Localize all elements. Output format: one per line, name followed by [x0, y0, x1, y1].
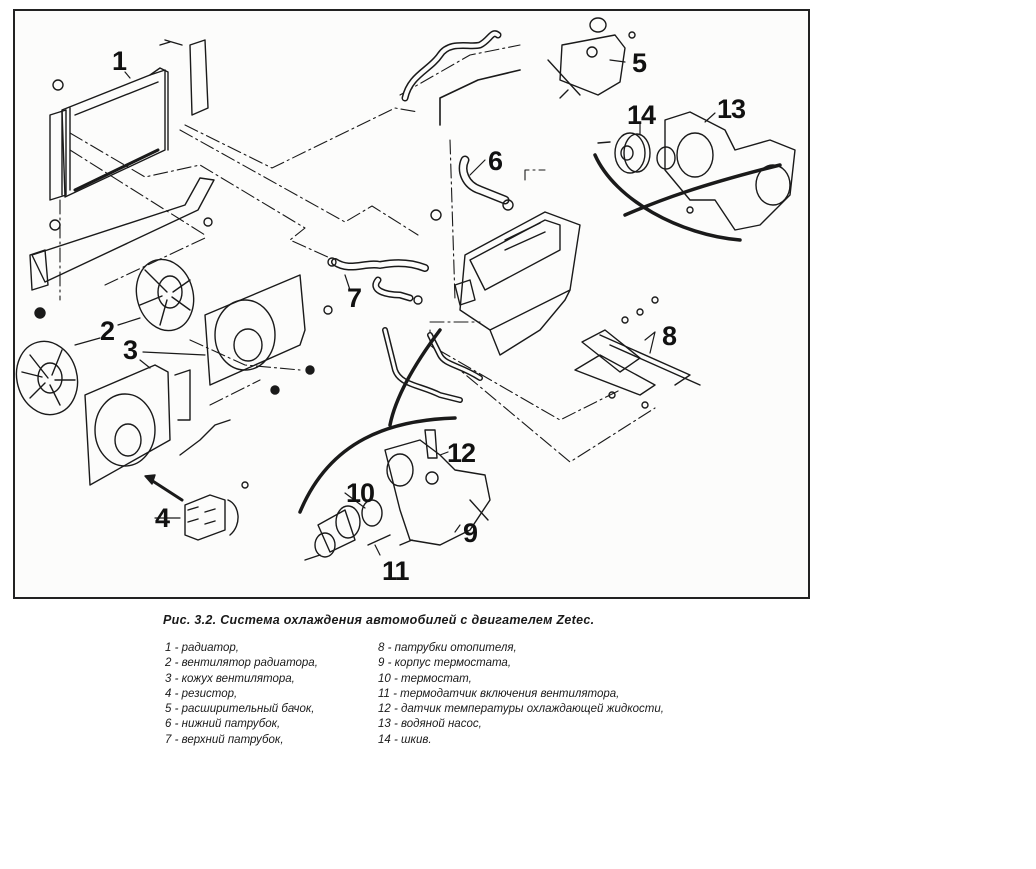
legend-item: 12 - датчик температуры охлаждающей жидк…: [378, 703, 664, 716]
callout-9: 9: [463, 518, 478, 548]
legend-item: 3 - кожух вентилятора,: [165, 672, 295, 685]
water-pump-drawing: [597, 111, 796, 231]
diagram-frame: [13, 9, 810, 599]
resistor-drawing: [144, 474, 249, 541]
expansion-tank-drawing: [547, 17, 636, 99]
legend-item: 14 - шкив.: [378, 733, 432, 746]
detail-arc: [298, 153, 782, 514]
legend-item: 13 - водяной насос,: [378, 718, 482, 731]
legend-item: 1 - радиатор,: [165, 642, 239, 654]
legend-item: 2 - вентилятор радиатора,: [165, 657, 318, 670]
callout-14: 14: [627, 100, 656, 130]
callout-5: 5: [632, 48, 647, 78]
thermostat-housing-drawing: [304, 429, 491, 561]
legend-item: 6 - нижний патрубок,: [165, 718, 281, 731]
upper-radiator-hose-drawing: [327, 257, 429, 305]
engine-block-drawing: [454, 211, 581, 356]
radiator-support-drawing: [29, 177, 215, 291]
legend-item: 10 - термостат,: [378, 672, 472, 685]
callout-1: 1: [112, 46, 127, 76]
legend-item: 5 - расширительный бачок,: [165, 703, 315, 716]
callout-13: 13: [717, 94, 746, 124]
callout-3: 3: [123, 335, 138, 365]
callout-7: 7: [347, 283, 362, 313]
legend-item: 8 - патрубки отопителя,: [378, 642, 517, 654]
callout-10: 10: [346, 478, 375, 508]
callout-12: 12: [447, 438, 476, 468]
legend-item: 7 - верхний патрубок,: [165, 733, 284, 746]
fan-shroud-drawing: [84, 274, 333, 486]
legend-item: 9 - корпус термостата,: [378, 657, 512, 670]
heater-hoses-drawing: [382, 296, 701, 409]
radiator-drawing: [34, 39, 209, 319]
legend-item: 4 - резистор,: [165, 687, 238, 700]
legend-right: 8 - патрубки отопителя, 9 - корпус термо…: [378, 641, 664, 748]
legend-item: 11 - термодатчик включения вентилятора,: [378, 687, 620, 700]
figure-caption: Рис. 3.2. Система охлаждения автомобилей…: [163, 613, 595, 627]
legend-left: 1 - радиатор, 2 - вентилятор радиатора, …: [165, 641, 318, 748]
upper-hoses-drawing: [401, 30, 521, 126]
callout-4: 4: [155, 503, 170, 533]
fan-drawing: [15, 258, 195, 416]
callout-8: 8: [662, 321, 677, 351]
callout-6: 6: [488, 146, 503, 176]
assembly-lines: [59, 44, 656, 463]
callout-11: 11: [382, 556, 410, 586]
lower-hose-drawing: [430, 155, 514, 221]
leader-lines: [74, 59, 716, 556]
callout-2: 2: [100, 316, 115, 346]
